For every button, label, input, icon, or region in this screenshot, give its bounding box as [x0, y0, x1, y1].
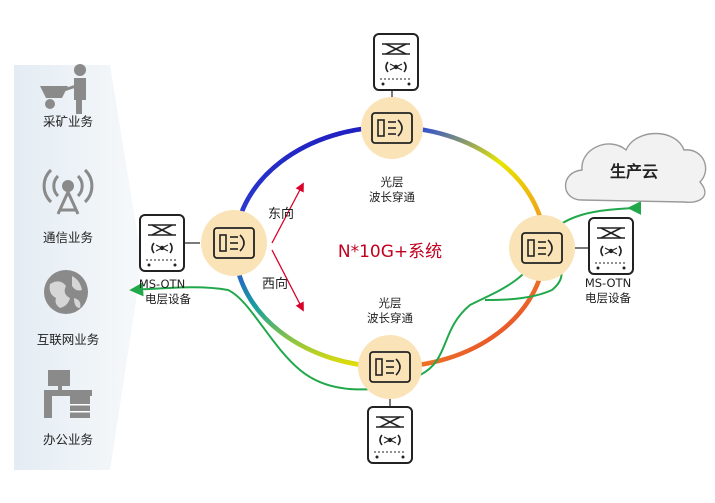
cloud-label: 生产云 [610, 162, 658, 181]
ring-title: N*10G+系统 [338, 242, 442, 262]
west-arrow [271, 249, 304, 312]
cloud-shape [565, 132, 707, 203]
mso-left-icon [139, 214, 185, 272]
telecom-tower-icon [42, 168, 94, 215]
west-label: 西向 [262, 276, 288, 292]
service-office-label: 办公业务 [43, 432, 93, 447]
mso-right-icon [588, 217, 634, 275]
mso-right-line2: 电层设备 [585, 291, 631, 305]
optical-left-icon [213, 227, 255, 259]
service-mining-label: 采矿业务 [43, 114, 93, 129]
optical-top-icon [371, 112, 413, 144]
services-panel [14, 65, 142, 470]
service-telecom-label: 通信业务 [43, 230, 93, 245]
optical-right-icon [521, 232, 563, 264]
optical-top-line2: 波长穿通 [369, 190, 415, 204]
mining-icon [40, 64, 86, 114]
service-internet-label: 互联网业务 [37, 332, 100, 347]
globe-icon [44, 270, 88, 314]
mso-left-line1: MS-OTN [139, 277, 185, 291]
east-arrow [271, 182, 304, 244]
optical-bottom-line2: 波长穿通 [367, 311, 413, 325]
east-label: 东向 [268, 206, 294, 222]
optical-top-line1: 光层 [381, 175, 404, 189]
office-desk-icon [44, 370, 92, 418]
mso-right-line1: MS-OTN [585, 276, 631, 290]
mso-left-line2: 电层设备 [145, 292, 191, 306]
mso-bottom-icon [367, 406, 413, 464]
mso-top-icon [373, 33, 419, 91]
optical-bottom-icon [369, 351, 411, 383]
optical-bottom-line1: 光层 [379, 296, 402, 310]
